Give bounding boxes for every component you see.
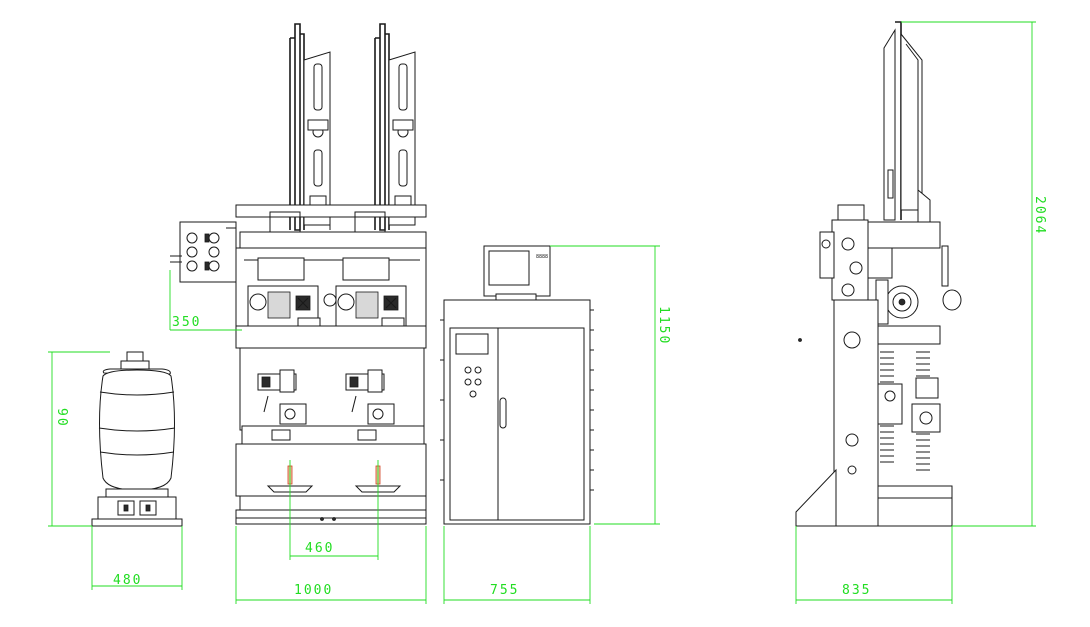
valve-unit-left: [257, 369, 307, 425]
spindle-mechanism-left: [247, 257, 337, 343]
dim-text-tank-width: 480: [113, 573, 142, 588]
control-cabinet: 8888: [440, 245, 594, 525]
dim-text-cabinet-width: 755: [490, 583, 519, 598]
dimension-side-offset: 350: [169, 270, 242, 331]
monitor-label: 8888: [536, 254, 548, 260]
dim-text-center-spacing: 460: [305, 541, 334, 556]
dimension-cabinet-width: 755: [443, 526, 591, 604]
dimension-tank-width: 480: [91, 526, 183, 590]
tank-assembly: [91, 351, 183, 527]
dim-text-total-height: 2064: [1032, 196, 1047, 235]
main-machine: [170, 23, 427, 525]
right-rail-column: [374, 23, 416, 231]
side-rail-column: [883, 21, 931, 223]
dimension-center-spacing: 460: [289, 460, 379, 560]
dimension-main-width: 1000: [235, 526, 427, 604]
dim-text-tank-height: 90: [54, 408, 69, 428]
valve-unit-right: [345, 369, 395, 425]
monitor: 8888: [483, 245, 551, 301]
side-view-machine: [795, 21, 962, 527]
dim-text-side-width: 835: [842, 583, 871, 598]
dimension-cabinet-height: 1150: [550, 245, 671, 525]
dimension-side-width: 835: [795, 526, 953, 604]
spindle-mechanism-right: [335, 257, 407, 343]
dimension-tank-height: 90: [48, 351, 110, 527]
dim-text-side-offset: 350: [172, 315, 201, 330]
side-springs: [880, 351, 930, 471]
left-rail-column: [289, 23, 331, 231]
dimension-total-height: 2064: [901, 21, 1047, 527]
dim-text-main-width: 1000: [294, 583, 333, 598]
dim-text-cabinet-height: 1150: [656, 306, 671, 345]
valve-panel: [170, 221, 237, 283]
